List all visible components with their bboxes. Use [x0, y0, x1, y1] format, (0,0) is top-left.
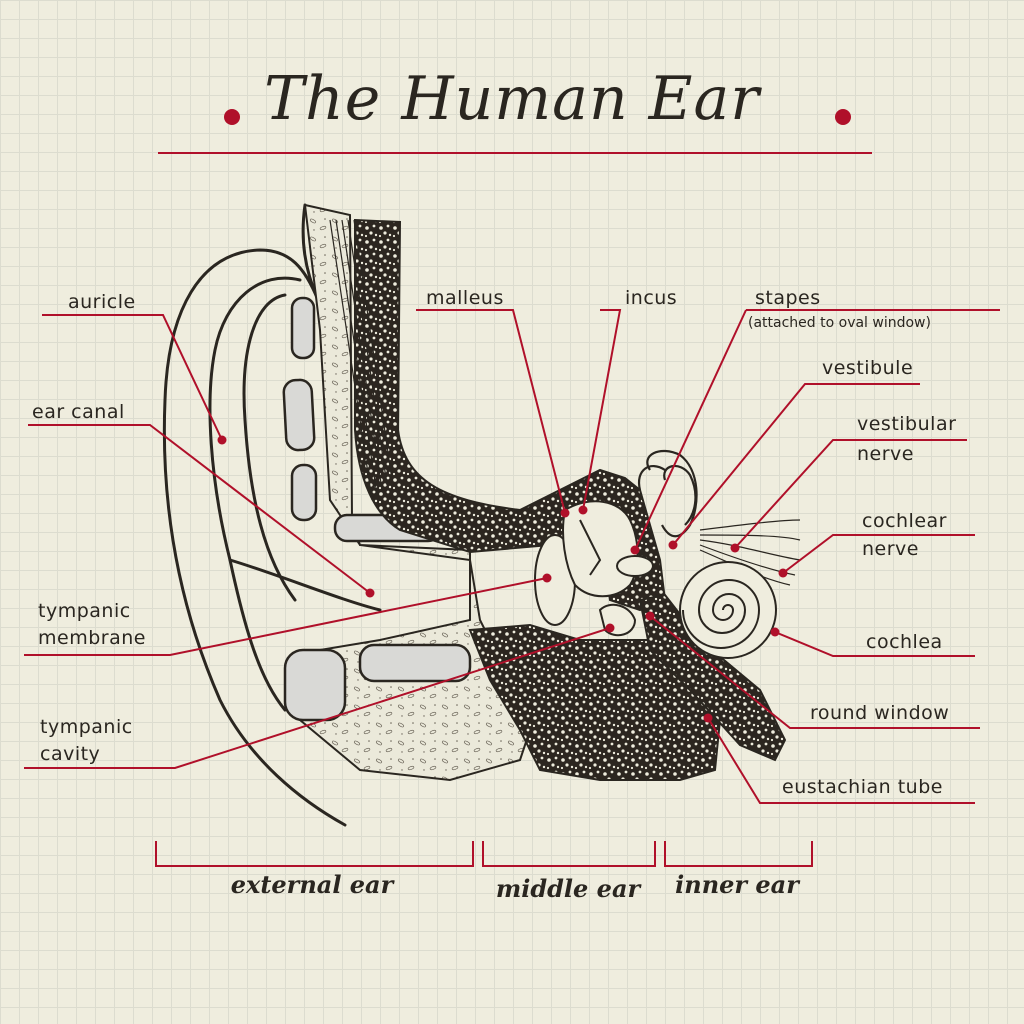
label-eustachian-tube: eustachian tube	[782, 776, 943, 798]
label-cochlear-nerve-2: nerve	[862, 538, 919, 560]
title-decoration	[158, 109, 872, 154]
label-vestibule: vestibule	[822, 357, 913, 379]
leader-lines	[24, 309, 1000, 804]
section-brackets	[155, 841, 813, 867]
bone-hatch	[329, 219, 393, 501]
label-ear-canal: ear canal	[32, 401, 125, 423]
section-middle-ear: middle ear	[496, 874, 643, 903]
label-tympanic-membrane-2: membrane	[38, 627, 146, 649]
label-vestibular-nerve-1: vestibular	[857, 413, 956, 435]
label-incus: incus	[625, 287, 677, 309]
label-vestibular-nerve-2: nerve	[857, 443, 914, 465]
auricle-outline	[162, 203, 382, 827]
semicircular-canals	[637, 449, 698, 538]
label-tympanic-cavity-1: tympanic	[40, 716, 133, 738]
cartilage	[282, 296, 472, 722]
label-stapes: stapes	[755, 287, 821, 309]
leader-dots	[217, 435, 788, 723]
section-inner-ear: inner ear	[675, 870, 801, 899]
label-tympanic-membrane-1: tympanic	[38, 600, 131, 622]
label-cochlea: cochlea	[866, 631, 943, 653]
label-stapes-note: (attached to oval window)	[748, 315, 931, 331]
label-auricle: auricle	[68, 291, 136, 313]
cochlea-shape	[679, 561, 777, 659]
diagram-title: The Human Ear	[264, 64, 760, 134]
section-external-ear: external ear	[231, 870, 396, 899]
label-round-window: round window	[810, 702, 949, 724]
label-cochlear-nerve-1: cochlear	[862, 510, 947, 532]
label-malleus: malleus	[426, 287, 504, 309]
label-tympanic-cavity-2: cavity	[40, 743, 100, 765]
temporal-bone-lower	[468, 623, 722, 781]
